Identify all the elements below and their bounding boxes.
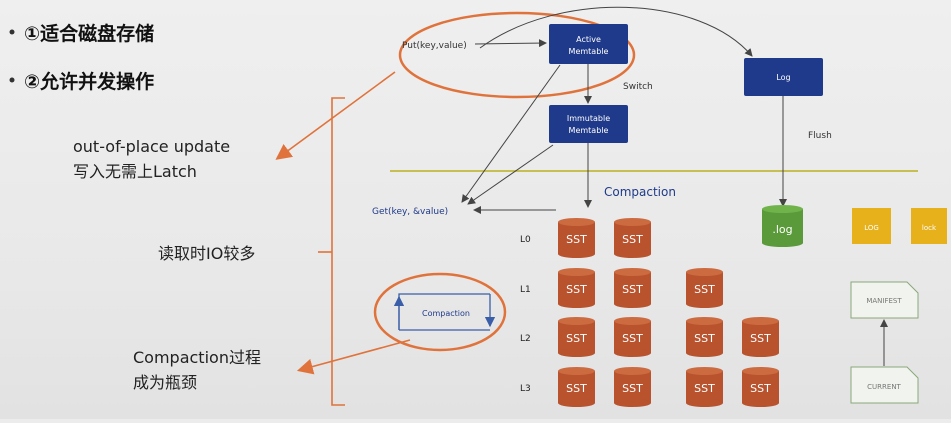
- sst-file: SST: [558, 367, 595, 407]
- annotation-compaction-bottleneck: Compaction过程: [133, 348, 261, 367]
- sst-label: SST: [750, 382, 771, 395]
- sst-file: SST: [686, 317, 723, 357]
- log-small-file: [852, 208, 891, 244]
- get-label: Get(key, &value): [372, 207, 448, 217]
- log-small-file-label: LOG: [864, 224, 879, 232]
- level-label-l2: L2: [520, 334, 531, 344]
- sst-label: SST: [622, 382, 643, 395]
- arrow-immutable-to-get: [467, 144, 554, 205]
- annotation-read-io: 读取时IO较多: [158, 244, 255, 263]
- compaction-highlight-ellipse: [373, 272, 507, 352]
- sst-file: SST: [686, 367, 723, 407]
- log-label: Log: [776, 73, 790, 82]
- sst-label: SST: [566, 233, 587, 246]
- sst-file: SST: [558, 317, 595, 357]
- sst-file: SST: [614, 367, 651, 407]
- sst-file: SST: [558, 268, 595, 308]
- switch-label: Switch: [623, 82, 653, 92]
- sst-file: SST: [614, 218, 651, 258]
- sst-file: SST: [614, 317, 651, 357]
- manifest-label: MANIFEST: [866, 297, 902, 305]
- immutable-memtable-label: Immutable: [567, 114, 610, 123]
- sst-label: SST: [566, 283, 587, 296]
- current-label: CURRENT: [867, 383, 901, 391]
- arrow-compaction-to-annotation: [296, 339, 411, 375]
- put-label: Put(key,value): [402, 41, 467, 51]
- compaction-loop-label: Compaction: [422, 309, 470, 318]
- active-memtable-box: [549, 24, 628, 64]
- sst-label: SST: [694, 332, 715, 345]
- log-file-cylinder: .log: [762, 205, 803, 247]
- flush-label: Flush: [808, 131, 832, 141]
- sst-file: SST: [742, 317, 779, 357]
- immutable-memtable-box: [549, 105, 628, 143]
- annotation-out-of-place: out-of-place update: [73, 137, 230, 156]
- arrow-put-to-log: [479, 6, 753, 57]
- bullet-dot: [9, 77, 15, 83]
- lock-file-label: lock: [922, 224, 937, 232]
- log-box: [744, 58, 823, 96]
- annotation-latch: 写入无需上Latch: [73, 162, 197, 181]
- lock-file: [911, 208, 947, 244]
- sst-grid: SST SST SST SST SST SST SST SST SST SST SST SST SST: [558, 218, 779, 407]
- sst-label: SST: [566, 332, 587, 345]
- bullet-1: ①适合磁盘存储: [24, 22, 154, 45]
- arrow-put-to-annotation: [275, 71, 396, 160]
- active-memtable-label: Active: [576, 35, 601, 44]
- put-highlight-ellipse: [398, 11, 636, 99]
- log-file-label: .log: [772, 223, 792, 236]
- sst-label: SST: [622, 283, 643, 296]
- sst-file: SST: [558, 218, 595, 258]
- level-label-l0: L0: [520, 235, 531, 245]
- active-memtable-label-2: Memtable: [569, 47, 609, 56]
- sst-label: SST: [750, 332, 771, 345]
- immutable-memtable-label-2: Memtable: [569, 126, 609, 135]
- sst-file: SST: [686, 268, 723, 308]
- current-file: [850, 366, 919, 404]
- bullet-dot: [9, 29, 15, 35]
- annotation-bottleneck: 成为瓶颈: [133, 373, 197, 392]
- sst-label: SST: [694, 283, 715, 296]
- level-label-l1: L1: [520, 285, 531, 295]
- sst-label: SST: [566, 382, 587, 395]
- arrow-active-to-get: [461, 64, 561, 203]
- bullet-2: ②允许并发操作: [24, 70, 154, 93]
- level-label-l3: L3: [520, 384, 531, 394]
- compaction-label: Compaction: [604, 185, 676, 199]
- sst-file: SST: [742, 367, 779, 407]
- manifest-file: [850, 281, 919, 319]
- sst-label: SST: [622, 233, 643, 246]
- sst-file: SST: [614, 268, 651, 308]
- sst-label: SST: [622, 332, 643, 345]
- sst-label: SST: [694, 382, 715, 395]
